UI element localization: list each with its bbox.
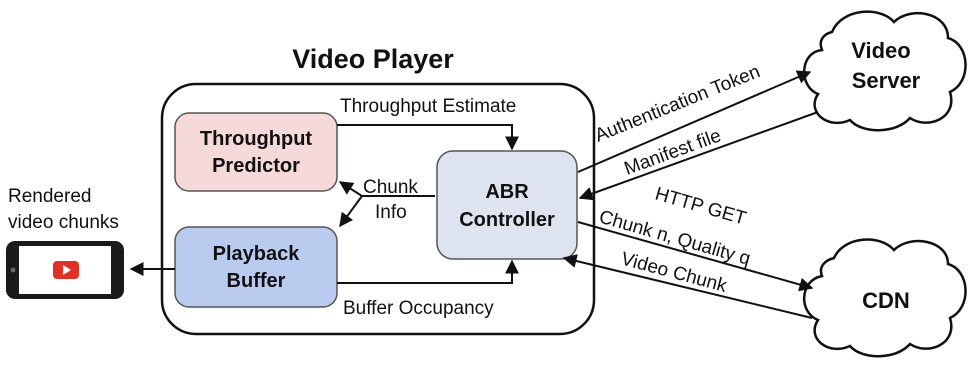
chunk-info-label-1: Chunk: [363, 177, 418, 198]
authentication-token-arrow: [577, 70, 812, 173]
cdn-cloud: [802, 238, 967, 358]
throughput-estimate-arrow: [337, 124, 519, 151]
chunk-info-label-2: Info: [375, 202, 407, 223]
abr-controller-rect: [436, 150, 578, 260]
video-server-label-2: Server: [852, 68, 921, 93]
chunk-info-arrow-buffer: [339, 195, 363, 228]
manifest-file-arrow: [578, 111, 819, 201]
throughput-predictor-label-1: Throughput: [200, 128, 313, 150]
playback-buffer-box: Playback Buffer: [174, 226, 338, 308]
video-chunk-arrow: [562, 254, 813, 319]
throughput-estimate-label: Throughput Estimate: [340, 96, 516, 117]
playback-buffer-rect: [174, 226, 338, 308]
buffer-occupancy-label: Buffer Occupancy: [343, 298, 494, 319]
throughput-predictor-label-2: Predictor: [212, 155, 300, 177]
video-player-title: Video Player: [292, 44, 454, 74]
video-server-label-1: Video: [851, 38, 911, 63]
cdn-label: CDN: [862, 288, 910, 313]
youtube-play-icon: [53, 261, 79, 279]
http-get-label: HTTP GET: [653, 184, 749, 230]
playback-buffer-label-2: Buffer: [227, 270, 286, 292]
abr-controller-label-2: Controller: [459, 209, 555, 231]
rendered-label-1: Rendered: [8, 186, 91, 207]
video-server-cloud: [802, 10, 967, 132]
rendered-label-2: video chunks: [8, 212, 119, 233]
abr-controller-label-1: ABR: [485, 181, 529, 203]
http-get-arrow: [577, 221, 814, 292]
throughput-predictor-rect: [174, 112, 338, 192]
abr-controller-box: ABR Controller: [436, 150, 578, 260]
playback-buffer-label-1: Playback: [213, 243, 301, 265]
buffer-occupancy-arrow: [337, 259, 519, 284]
throughput-predictor-box: Throughput Predictor: [174, 112, 338, 192]
